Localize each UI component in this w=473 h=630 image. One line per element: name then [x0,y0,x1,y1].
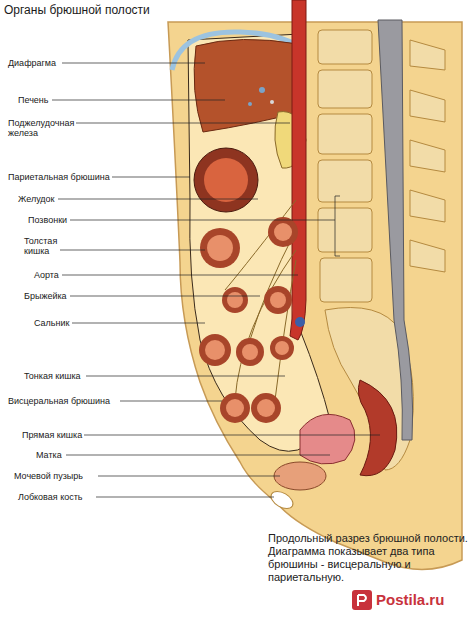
peritoneal-cavity [188,34,330,451]
liver-vessel [270,100,274,104]
rectum [358,380,396,476]
part-label: Брыжейка [24,291,104,301]
part-label: Висцеральная брюшина [8,396,128,406]
part-label: Диафрагма [8,58,98,68]
part-label: Поджелудочная железа [8,118,78,138]
part-label: Матка [36,450,96,460]
part-label: Лобковая кость [18,492,108,502]
vein [295,317,305,327]
stomach [194,148,258,212]
watermark-logo [352,590,372,610]
part-label: Позвонки [28,215,118,225]
part-label: Сальник [34,318,114,328]
part-label: Толстая кишка [24,236,66,256]
liver-vessel [248,102,252,106]
uterus [300,414,355,464]
liver-vessel [259,87,265,93]
bladder [274,462,326,490]
part-label: Тонкая кишка [24,371,104,381]
stomach-lumen [204,158,248,202]
part-label: Желудок [18,194,108,204]
watermark: Postila.ru [376,591,471,609]
mesentery [225,200,296,400]
part-label: Мочевой пузырь [14,471,104,481]
leader-lines [52,63,380,497]
pubic-bone [268,488,296,512]
part-label: Аорта [34,270,94,280]
aorta [290,0,306,340]
part-label: Париетальная брюшина [8,172,118,182]
intestine-loops [199,217,298,423]
part-label: Печень [18,95,108,105]
part-label: Прямая кишка [22,430,102,440]
diagram-title: Органы брюшной полости [4,3,304,17]
diagram-caption: Продольный разрез брюшной полости. Диагр… [268,532,468,584]
